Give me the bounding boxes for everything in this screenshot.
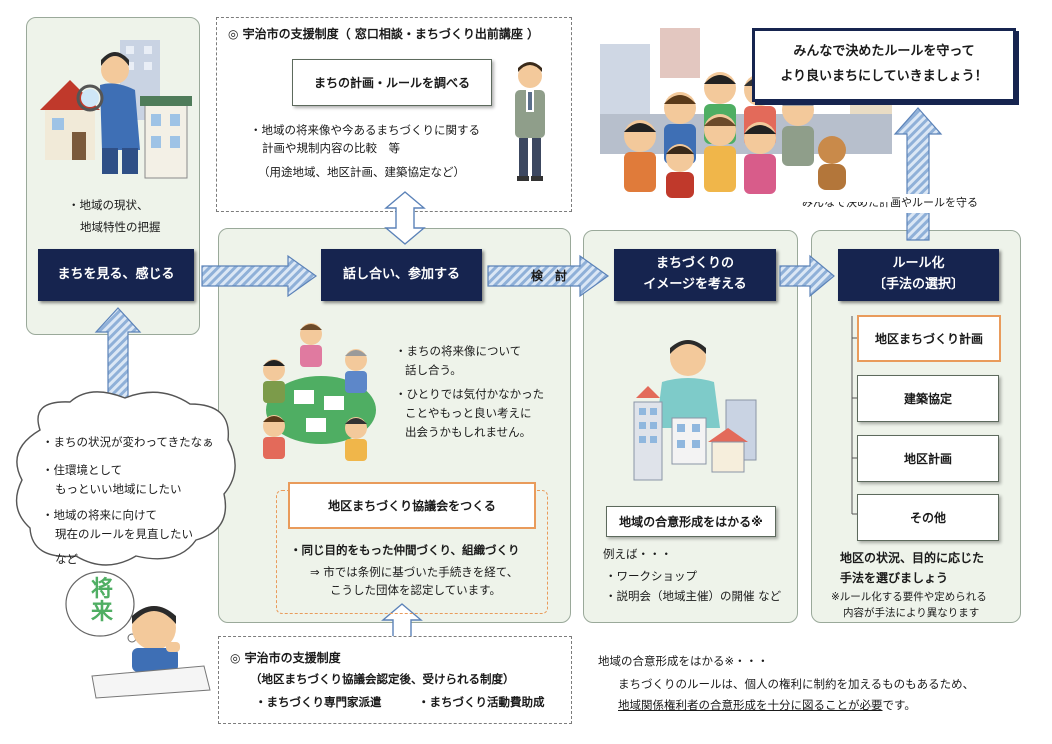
thought-bubble — [15, 391, 236, 566]
rules-step-line-1: ルール化 — [892, 256, 945, 272]
bubble-line-6: など — [55, 552, 78, 566]
image-step-line-2: イメージを考える — [643, 277, 747, 292]
support-bottom-sub: （地区まちづくり協議会認定後、受けられる制度） — [250, 672, 515, 686]
bubble-line-1: ・まちの状況が変わってきたなぁ — [42, 435, 214, 449]
research-rules-box: まちの計画・ルールを調べる — [292, 59, 492, 106]
bubble-line-5: 現在のルールを見直したい — [55, 527, 193, 541]
example-workshop: ・ワークショップ — [605, 569, 697, 583]
bubble-line-3: もっといい地域にしたい — [55, 482, 182, 496]
discuss-note-2-line-2: ことやもっと良い考えに — [405, 406, 532, 420]
consensus-box: 地域の合意形成をはかる※ — [606, 506, 776, 537]
arrow-observe-to-discuss — [201, 254, 318, 298]
support-top-bullet-3: （用途地域、地区計画、建築協定など） — [258, 165, 465, 179]
rules-choose-line-1: 地区の状況、目的に応じた — [840, 551, 985, 565]
rules-note-line-1: ※ルール化する要件や定められる — [831, 591, 987, 603]
arrow-discuss-to-image — [487, 254, 610, 298]
rules-option-district-planning: 地区計画 — [857, 435, 999, 482]
image-step-box: まちづくりの イメージを考える — [614, 249, 776, 301]
support-bottom-item-1: ・まちづくり専門家派遣 — [255, 695, 382, 709]
future-thought-word: 将来 — [90, 576, 113, 626]
rules-option-other: その他 — [857, 494, 999, 541]
arrow-rules-up — [893, 107, 943, 241]
rules-step-box: ルール化 〔手法の選択〕 — [838, 249, 999, 301]
discuss-note-2-line-3: 出会うかもしれません。 — [405, 425, 532, 439]
council-line-3: こうした団体を認定しています。 — [330, 583, 502, 597]
town-planning-illustration — [633, 340, 757, 481]
footnote-underlined: 地域関係権利者の合意形成を十分に図ることが必要 — [618, 698, 883, 712]
observe-illustration — [40, 40, 192, 179]
image-step-line-1: まちづくりの — [655, 256, 734, 272]
observe-note-2: 地域特性の把握 — [80, 220, 161, 234]
rules-option-building-agreement: 建築協定 — [857, 375, 999, 422]
support-top-title: ◎ 宇治市の支援制度（ 窓口相談・まちづくり出前講座 ） — [228, 27, 540, 41]
future-thought-text: 将来 — [82, 576, 122, 626]
rules-option-district-plan: 地区まちづくり計画 — [857, 315, 1001, 362]
arrow-image-to-rules — [779, 254, 835, 298]
footnote-line-1: 地域の合意形成をはかる※・・・ — [598, 654, 769, 668]
footnote-line-3: 地域関係権利者の合意形成を十分に図ることが必要です。 — [618, 696, 916, 716]
rules-step-line-2: 〔手法の選択〕 — [872, 277, 964, 292]
footnote-line-2: まちづくりのルールは、個人の権利に制約を加えるものもあるため、 — [618, 677, 975, 691]
group-discussion-illustration — [263, 323, 376, 461]
discuss-note-1-line-2: 話し合う。 — [405, 363, 462, 377]
council-line-1: ・同じ目的をもった仲間づくり、組織づくり — [290, 543, 520, 557]
arrow-label-review: 検 討 — [531, 269, 568, 283]
discuss-note-1-line-1: ・まちの将来像について — [395, 344, 522, 358]
support-top-bullet-1: ・地域の将来像や今あるまちづくりに関する — [250, 123, 480, 137]
support-bottom-item-2: ・まちづくり活動費助成 — [418, 695, 545, 709]
support-bottom-title: ◎ 宇治市の支援制度 — [230, 651, 341, 665]
goal-line-1: みんなで決めたルールを守って — [793, 44, 975, 60]
council-box: 地区まちづくり協議会をつくる — [288, 482, 536, 529]
discuss-step-box: 話し合い、参加する — [321, 249, 482, 301]
observe-note-1: ・地域の現状、 — [68, 198, 149, 212]
discuss-note-2-line-1: ・ひとりでは気付かなかった — [395, 387, 545, 401]
bubble-line-2: ・住環境として — [42, 463, 123, 477]
bubble-line-4: ・地域の将来に向けて — [42, 508, 157, 522]
community-crowd-illustration — [600, 18, 892, 202]
goal-line-2: より良いまちにしていきましょう！ — [780, 69, 988, 84]
rules-note-line-2: 内容が手法により異なります — [843, 607, 980, 619]
examples-title: 例えば・・・ — [603, 547, 672, 561]
support-top-bullet-2: 計画や規制内容の比較 等 — [262, 141, 400, 155]
rules-choose-line-2: 手法を選びましょう — [840, 571, 949, 585]
example-briefing: ・説明会（地域主催）の開催 など — [605, 589, 782, 603]
goal-box: みんなで決めたルールを守って より良いまちにしていきましょう！ — [752, 28, 1016, 102]
council-line-2: ⇒ 市では条例に基づいた手続きを経て、 — [310, 565, 519, 579]
footnote-rest: です。 — [882, 698, 916, 712]
future-thought-cloud — [65, 571, 137, 643]
support-top-box — [216, 17, 572, 212]
support-bottom-box — [218, 636, 572, 724]
observe-step-box: まちを見る、感じる — [38, 249, 194, 301]
city-official-illustration — [515, 62, 545, 181]
thinking-person-illustration — [91, 606, 211, 699]
arrow-support-top-double — [384, 191, 426, 245]
